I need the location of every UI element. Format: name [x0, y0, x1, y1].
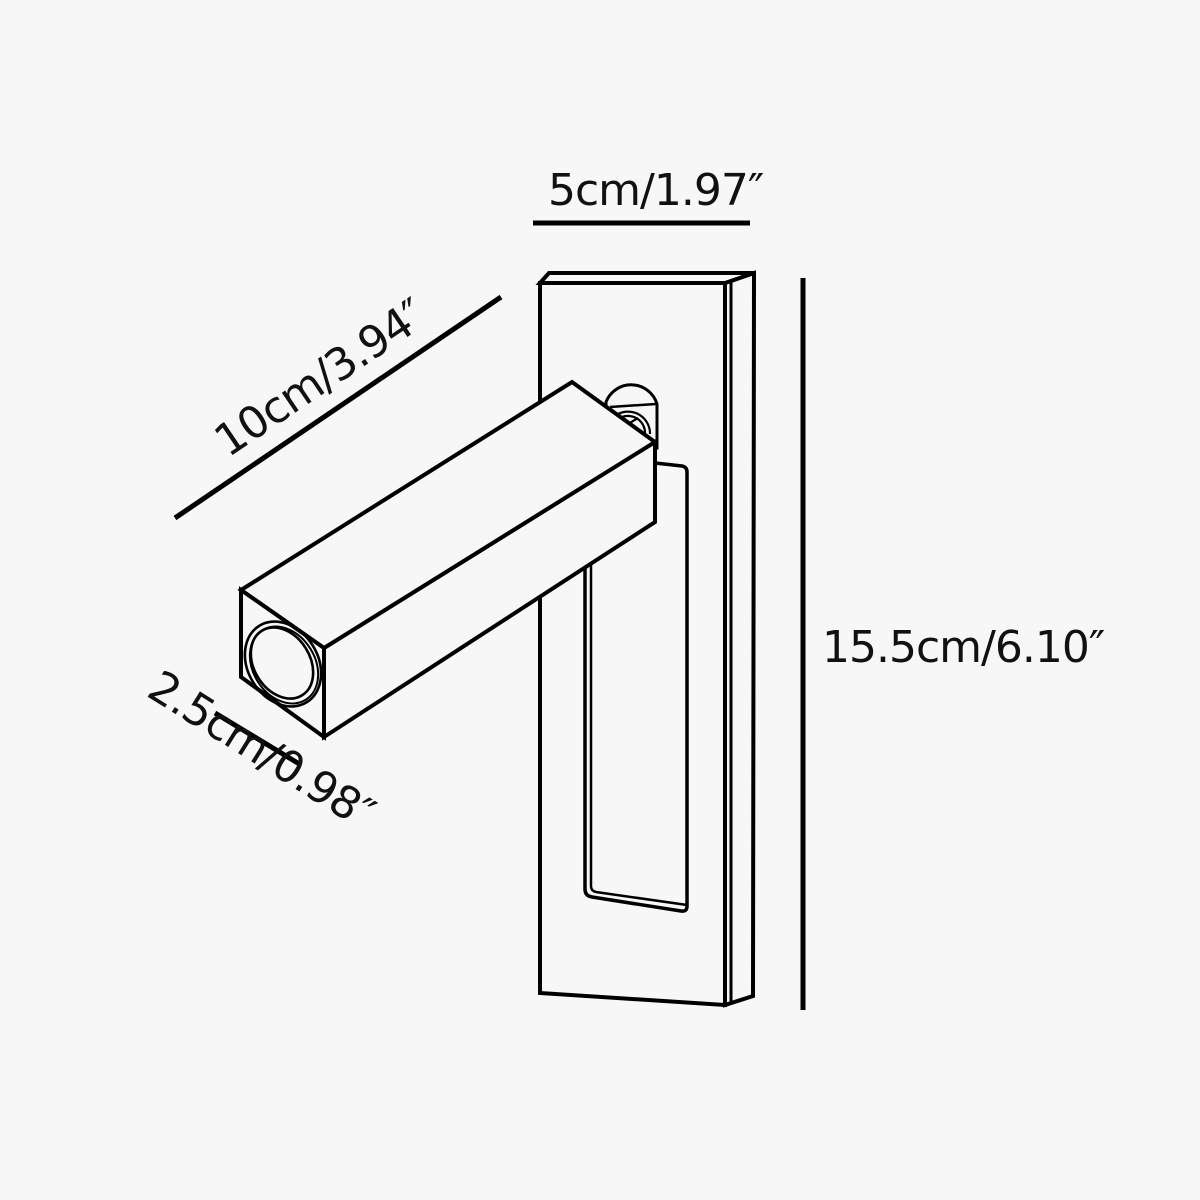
lens-outer-ring-icon [243, 620, 323, 708]
lens-inner-ring-icon [249, 626, 315, 700]
pivot-cap-line [609, 402, 657, 409]
arm-section-dimension-line [213, 710, 303, 768]
slot-inner-edge [589, 560, 688, 907]
dimension-height: 15.5cm/6.10″ [800, 278, 1106, 1010]
backplate-side-face [723, 270, 757, 1008]
arm-length-dimension-label: 10cm/3.94″ [206, 289, 436, 467]
slot-outer-edge [583, 461, 689, 913]
height-dimension-label: 15.5cm/6.10″ [822, 622, 1105, 673]
arm-slot-recess [583, 461, 689, 913]
square-arm [237, 379, 659, 741]
width-dimension-label: 5cm/1.97″ [548, 165, 764, 216]
arm-length-dimension-line [173, 294, 503, 521]
lens-ring [243, 620, 323, 708]
dimension-width: 5cm/1.97″ [533, 165, 765, 226]
